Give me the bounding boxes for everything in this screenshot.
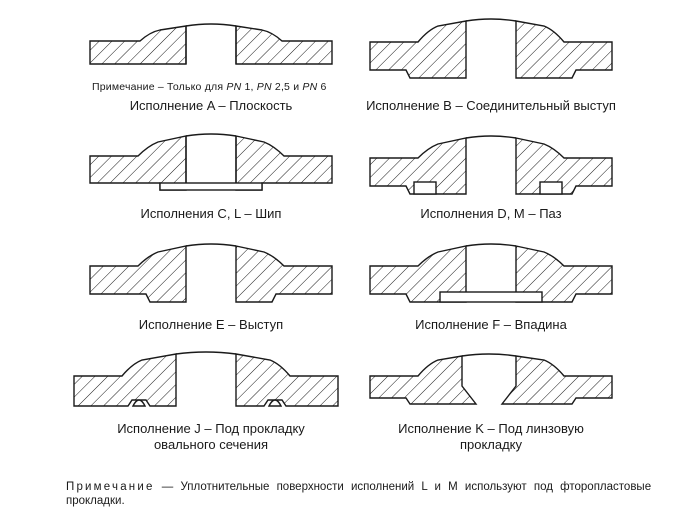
flange-b-drawing	[369, 18, 613, 79]
flange-j-drawing	[73, 351, 339, 407]
note-top-v2: 2,5 и	[271, 81, 303, 93]
note-top-v3: 6	[317, 81, 327, 93]
footnote-text: — Уплотнительные поверхности исполнений …	[66, 481, 652, 507]
caption-f: Исполнение F – Впадина	[415, 317, 567, 332]
caption-c: Исполнения C, L – Шип	[140, 206, 282, 221]
flange-f-drawing	[369, 243, 613, 303]
flange-k-drawing	[369, 353, 613, 405]
caption-d: Исполнения D, M – Паз	[420, 206, 562, 221]
note-top-v1: 1,	[241, 81, 257, 93]
note-top-pn3: PN	[302, 81, 318, 93]
note-top-prefix: Примечание – Только для	[92, 81, 227, 93]
caption-b: Исполнение B – Соединительный выступ	[366, 98, 616, 113]
flange-a-drawing	[89, 23, 333, 65]
note-top: Примечание – Только для PN 1, PN 2,5 и P…	[92, 81, 327, 93]
caption-e: Исполнение E – Выступ	[138, 317, 284, 332]
footnote: Примечание — Уплотнительные поверхности …	[66, 480, 666, 508]
caption-j-line2: овального сечения	[153, 437, 269, 452]
footnote-label: Примечание	[66, 481, 155, 493]
caption-k-line2: прокладку	[459, 437, 523, 452]
flange-d-drawing	[369, 135, 613, 195]
flange-e-drawing	[89, 243, 333, 303]
flange-c-drawing	[89, 133, 333, 191]
note-top-pn1: PN	[226, 81, 242, 93]
caption-a: Исполнение A – Плоскость	[129, 98, 293, 113]
caption-j-line1: Исполнение J – Под прокладку	[117, 421, 305, 436]
note-top-pn2: PN	[256, 81, 272, 93]
caption-k-line1: Исполнение K – Под линзовую	[398, 421, 584, 436]
